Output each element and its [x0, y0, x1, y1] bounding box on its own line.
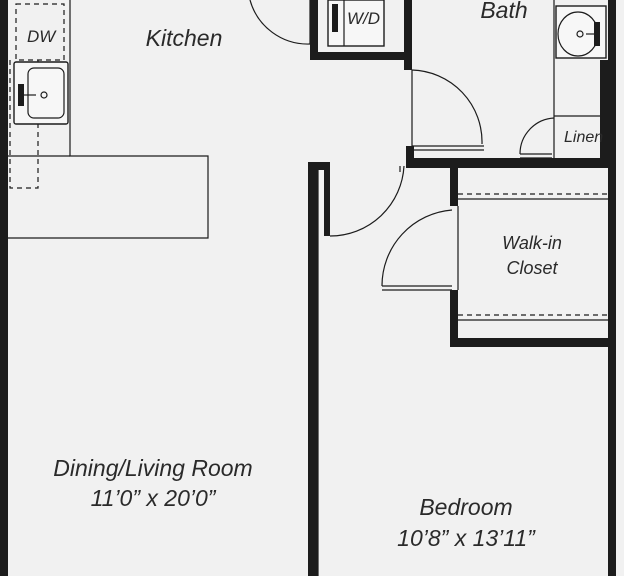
bedroom-label: Bedroom — [419, 494, 512, 520]
closet-label-line2: Closet — [506, 258, 558, 278]
bedroom-door-swing — [329, 165, 405, 237]
bath-label: Bath — [480, 0, 527, 23]
closet-door-swing — [381, 209, 453, 287]
wall-bath-bottom — [406, 158, 616, 168]
kitchen-label: Kitchen — [146, 25, 223, 51]
laundry-door-swing — [249, 0, 311, 45]
kitchen-counter — [8, 0, 209, 239]
closet-label-line1: Walk-in — [502, 233, 562, 253]
wall-living-bedroom — [308, 162, 318, 576]
wall-closet-left-top — [450, 168, 458, 206]
washer-dryer-control — [332, 4, 338, 32]
walk-in-closet: Walk-in Closet — [381, 193, 612, 321]
wall-laundry-left — [310, 0, 318, 60]
wall-bedroom-jamb — [318, 162, 330, 170]
wall-laundry-right — [404, 0, 412, 70]
wall-bath-door-jamb — [406, 146, 414, 160]
wall-laundry-bottom — [310, 52, 410, 60]
bath-vanity — [555, 5, 607, 59]
dishwasher-outline — [15, 3, 65, 61]
wall-bedroom-jamb-post — [324, 170, 330, 236]
linen-label: Linen — [564, 129, 603, 146]
bath-door-swing — [411, 69, 483, 145]
dining-living-label: Dining/Living Room — [53, 455, 252, 481]
bath-faucet-icon — [594, 22, 600, 46]
partition-lines — [317, 0, 600, 576]
washer-dryer-label: W/D — [347, 9, 380, 28]
dining-living-size: 11’0” x 20’0” — [91, 485, 217, 511]
dishwasher-label: DW — [27, 27, 57, 46]
wall-left-exterior — [0, 0, 8, 576]
linen-closet: Linen — [519, 117, 603, 159]
bedroom-size: 10’8” x 13’11” — [397, 525, 536, 551]
wall-closet-bottom — [450, 338, 616, 347]
wall-bath-vanity-side — [600, 60, 608, 168]
linen-door-swing — [519, 117, 555, 155]
washer-dryer: W/D — [327, 0, 385, 47]
kitchen-sink — [13, 61, 69, 125]
wall-right-exterior — [608, 0, 616, 576]
kitchen-faucet-icon — [18, 84, 24, 106]
kitchen-sink-basin — [27, 67, 65, 119]
wall-closet-left-bottom — [450, 290, 458, 346]
